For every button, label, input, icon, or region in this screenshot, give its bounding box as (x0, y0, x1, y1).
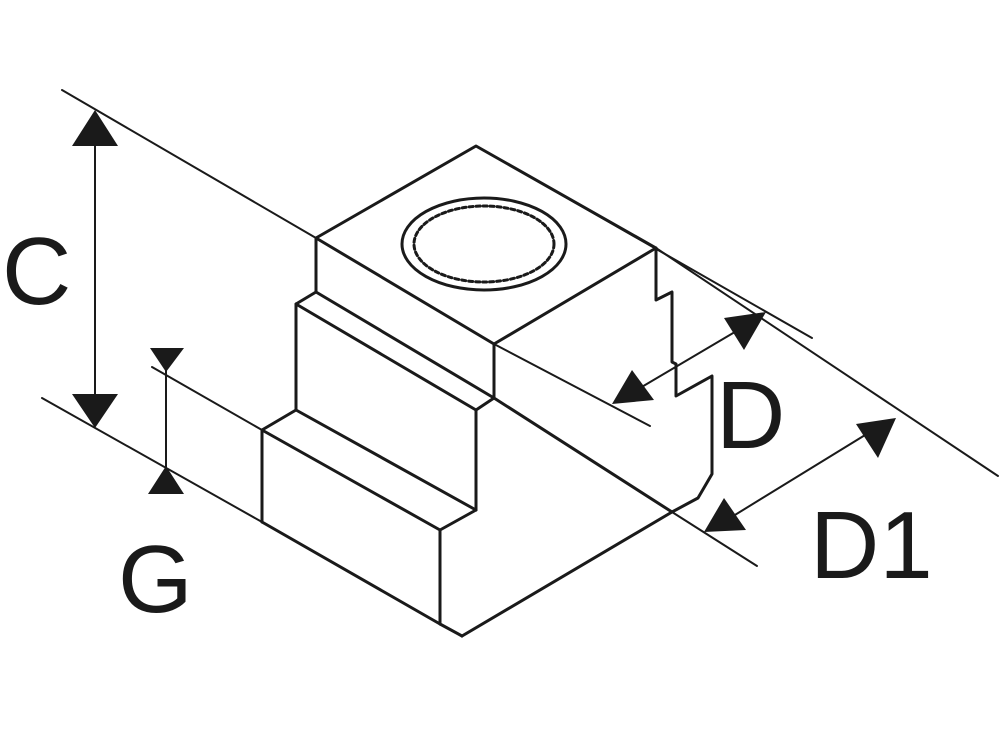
arrow-up-icon (148, 466, 184, 494)
dimension-d1: D1 (704, 418, 933, 599)
dimension-label-d1: D1 (810, 492, 933, 599)
arrow-icon (704, 498, 746, 532)
dimension-label-c: C (2, 218, 71, 325)
threaded-hole (400, 196, 568, 292)
arrow-icon (612, 370, 654, 404)
dimension-label-g: G (118, 526, 193, 633)
arrow-down-icon (150, 348, 184, 372)
arrow-icon (856, 418, 896, 458)
dimension-d: D (612, 312, 785, 469)
arrow-icon (724, 312, 766, 350)
t-slot-nut-body (260, 144, 714, 638)
dimension-label-d: D (716, 362, 785, 469)
arrow-up-icon (72, 110, 118, 146)
dimension-g: G (118, 348, 193, 633)
dimension-c: C (2, 110, 118, 428)
arrow-down-icon (72, 394, 118, 428)
